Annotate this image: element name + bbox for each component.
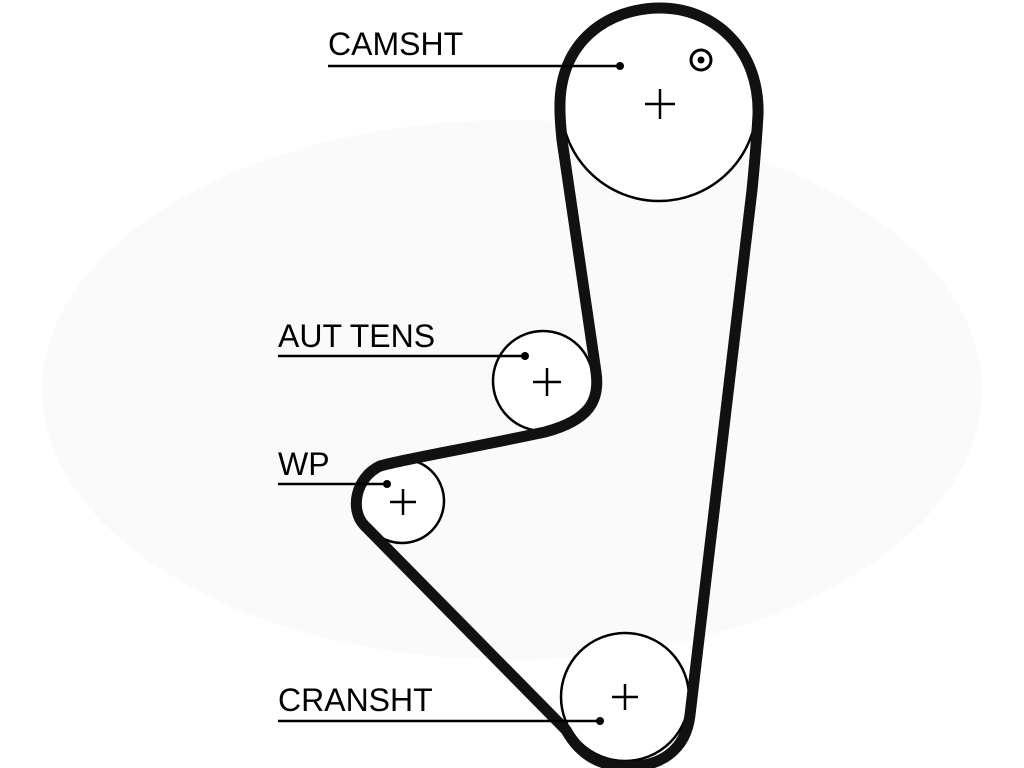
crankshaft-center-icon <box>612 684 638 710</box>
camshaft-label: CAMSHT <box>328 26 463 62</box>
crankshaft-label: CRANSHT <box>278 682 433 718</box>
water-pump-center-icon <box>390 489 416 515</box>
camshaft-center-icon <box>645 89 675 119</box>
water-pump-label: WP <box>278 446 330 482</box>
auto-tensioner-label: AUT TENS <box>278 318 435 354</box>
auto-tensioner-leader-dot <box>521 352 529 360</box>
timing-mark-icon <box>689 48 713 72</box>
camshaft-leader-dot <box>616 62 624 70</box>
auto-tensioner-center-icon <box>533 368 561 396</box>
water-pump-leader-dot <box>383 480 391 488</box>
crankshaft-leader-dot <box>596 717 604 725</box>
timing-belt <box>350 2 764 768</box>
